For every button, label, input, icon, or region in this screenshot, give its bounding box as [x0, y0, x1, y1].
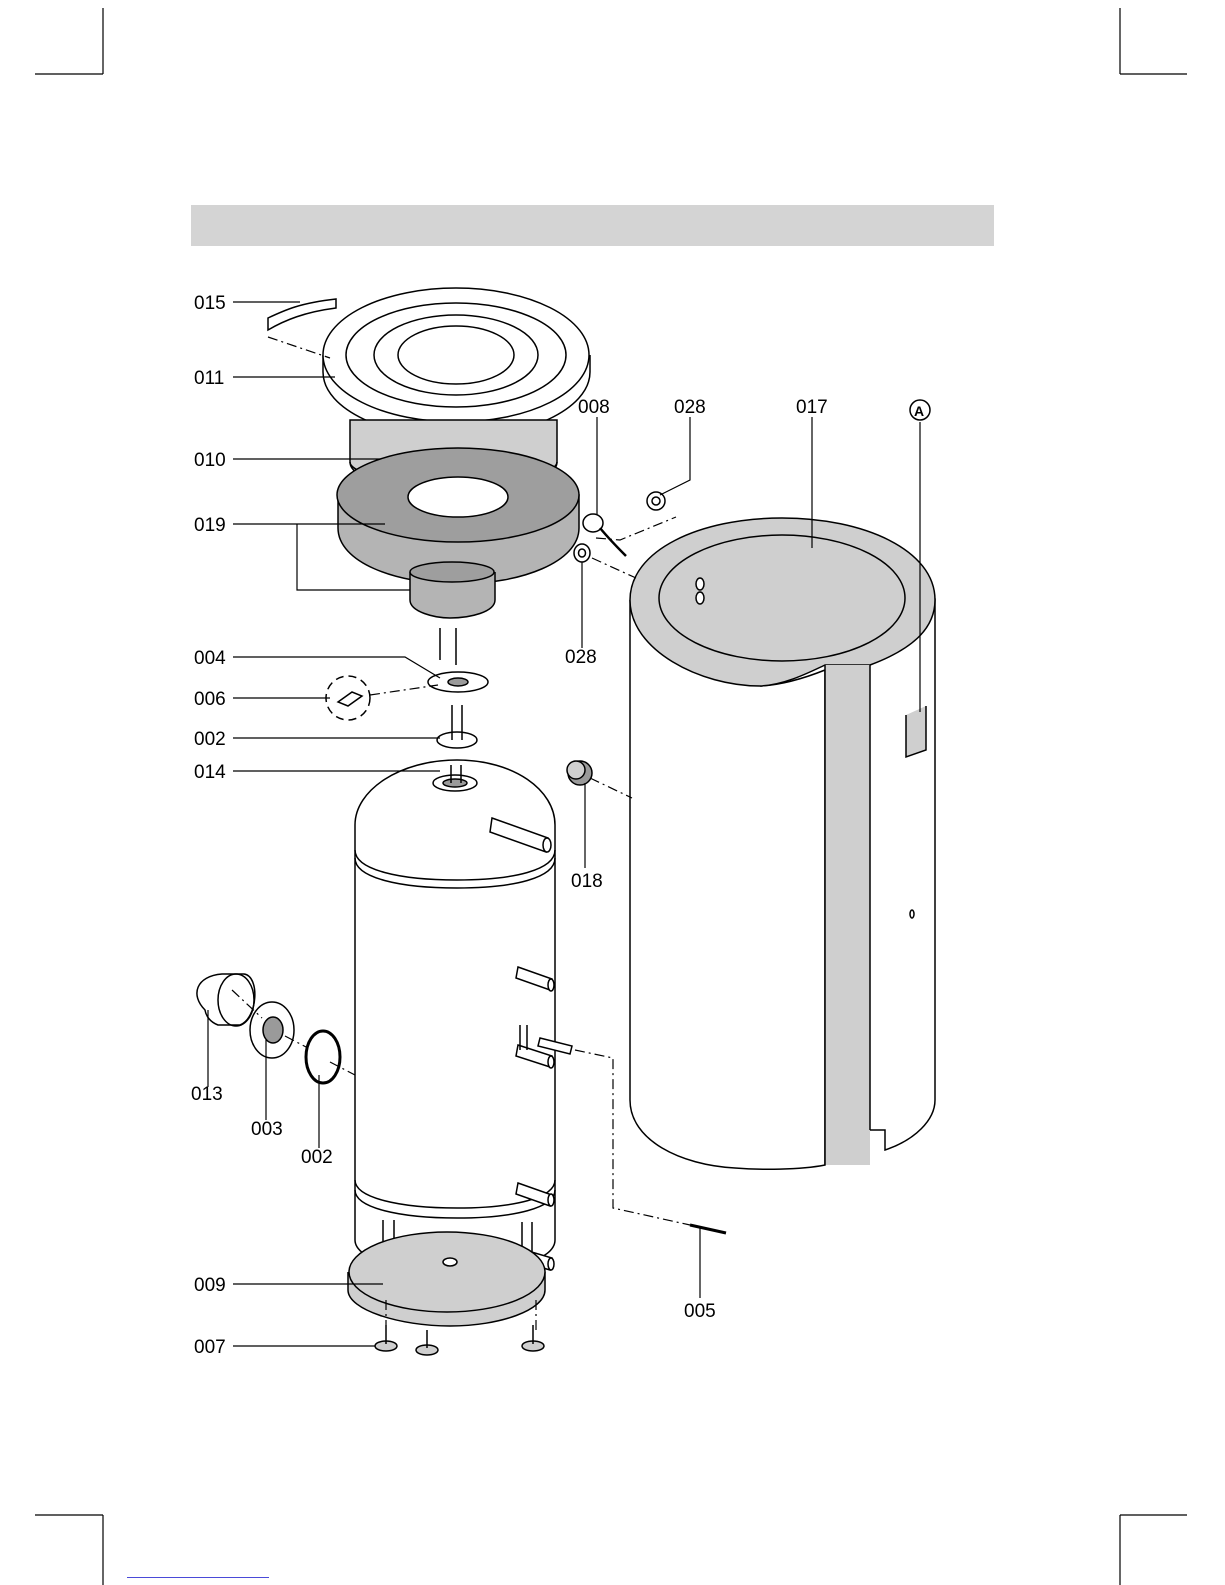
part-007-adjustable-feet — [375, 1325, 544, 1355]
part-005-sensor — [690, 1225, 726, 1233]
part-002-gasket-top — [437, 705, 477, 748]
callout-015: 015 — [194, 293, 226, 314]
footer-link-underline[interactable] — [127, 1577, 269, 1578]
part-017-insulation-jacket — [630, 518, 935, 1169]
callout-010: 010 — [194, 450, 226, 471]
callout-017: 017 — [796, 397, 828, 418]
callout-028-bottom: 028 — [565, 647, 597, 668]
callout-009: 009 — [194, 1275, 226, 1296]
callout-018: 018 — [571, 871, 603, 892]
part-019-insulation-disc — [337, 448, 579, 618]
callout-002-top: 002 — [194, 729, 226, 750]
callout-005: 005 — [684, 1301, 716, 1322]
callout-014: 014 — [194, 762, 226, 783]
part-003-flange-plate — [250, 1002, 294, 1058]
part-028-grommet-top — [647, 492, 665, 510]
part-015-strip — [268, 299, 336, 330]
part-002-gasket-side — [306, 1031, 340, 1083]
marker-a-label: A — [914, 403, 924, 419]
callout-007: 007 — [194, 1337, 226, 1358]
part-006-clip — [326, 676, 370, 720]
callout-019: 019 — [194, 515, 226, 536]
part-018-plug — [567, 761, 592, 785]
part-011-top-cover — [323, 288, 590, 438]
callout-002-side: 002 — [301, 1147, 333, 1168]
callout-006: 006 — [194, 689, 226, 710]
part-009-base-plate — [348, 1232, 545, 1326]
callout-011: 011 — [194, 368, 224, 389]
callout-003: 003 — [251, 1119, 283, 1140]
callout-004: 004 — [194, 648, 226, 669]
part-028-grommet-bottom — [574, 544, 590, 562]
callout-028-top: 028 — [674, 397, 706, 418]
callout-013: 013 — [191, 1084, 223, 1105]
part-013-flange-cover — [197, 974, 255, 1026]
callout-008: 008 — [578, 397, 610, 418]
part-014-storage-tank — [355, 760, 572, 1272]
part-004-flange — [428, 628, 488, 692]
